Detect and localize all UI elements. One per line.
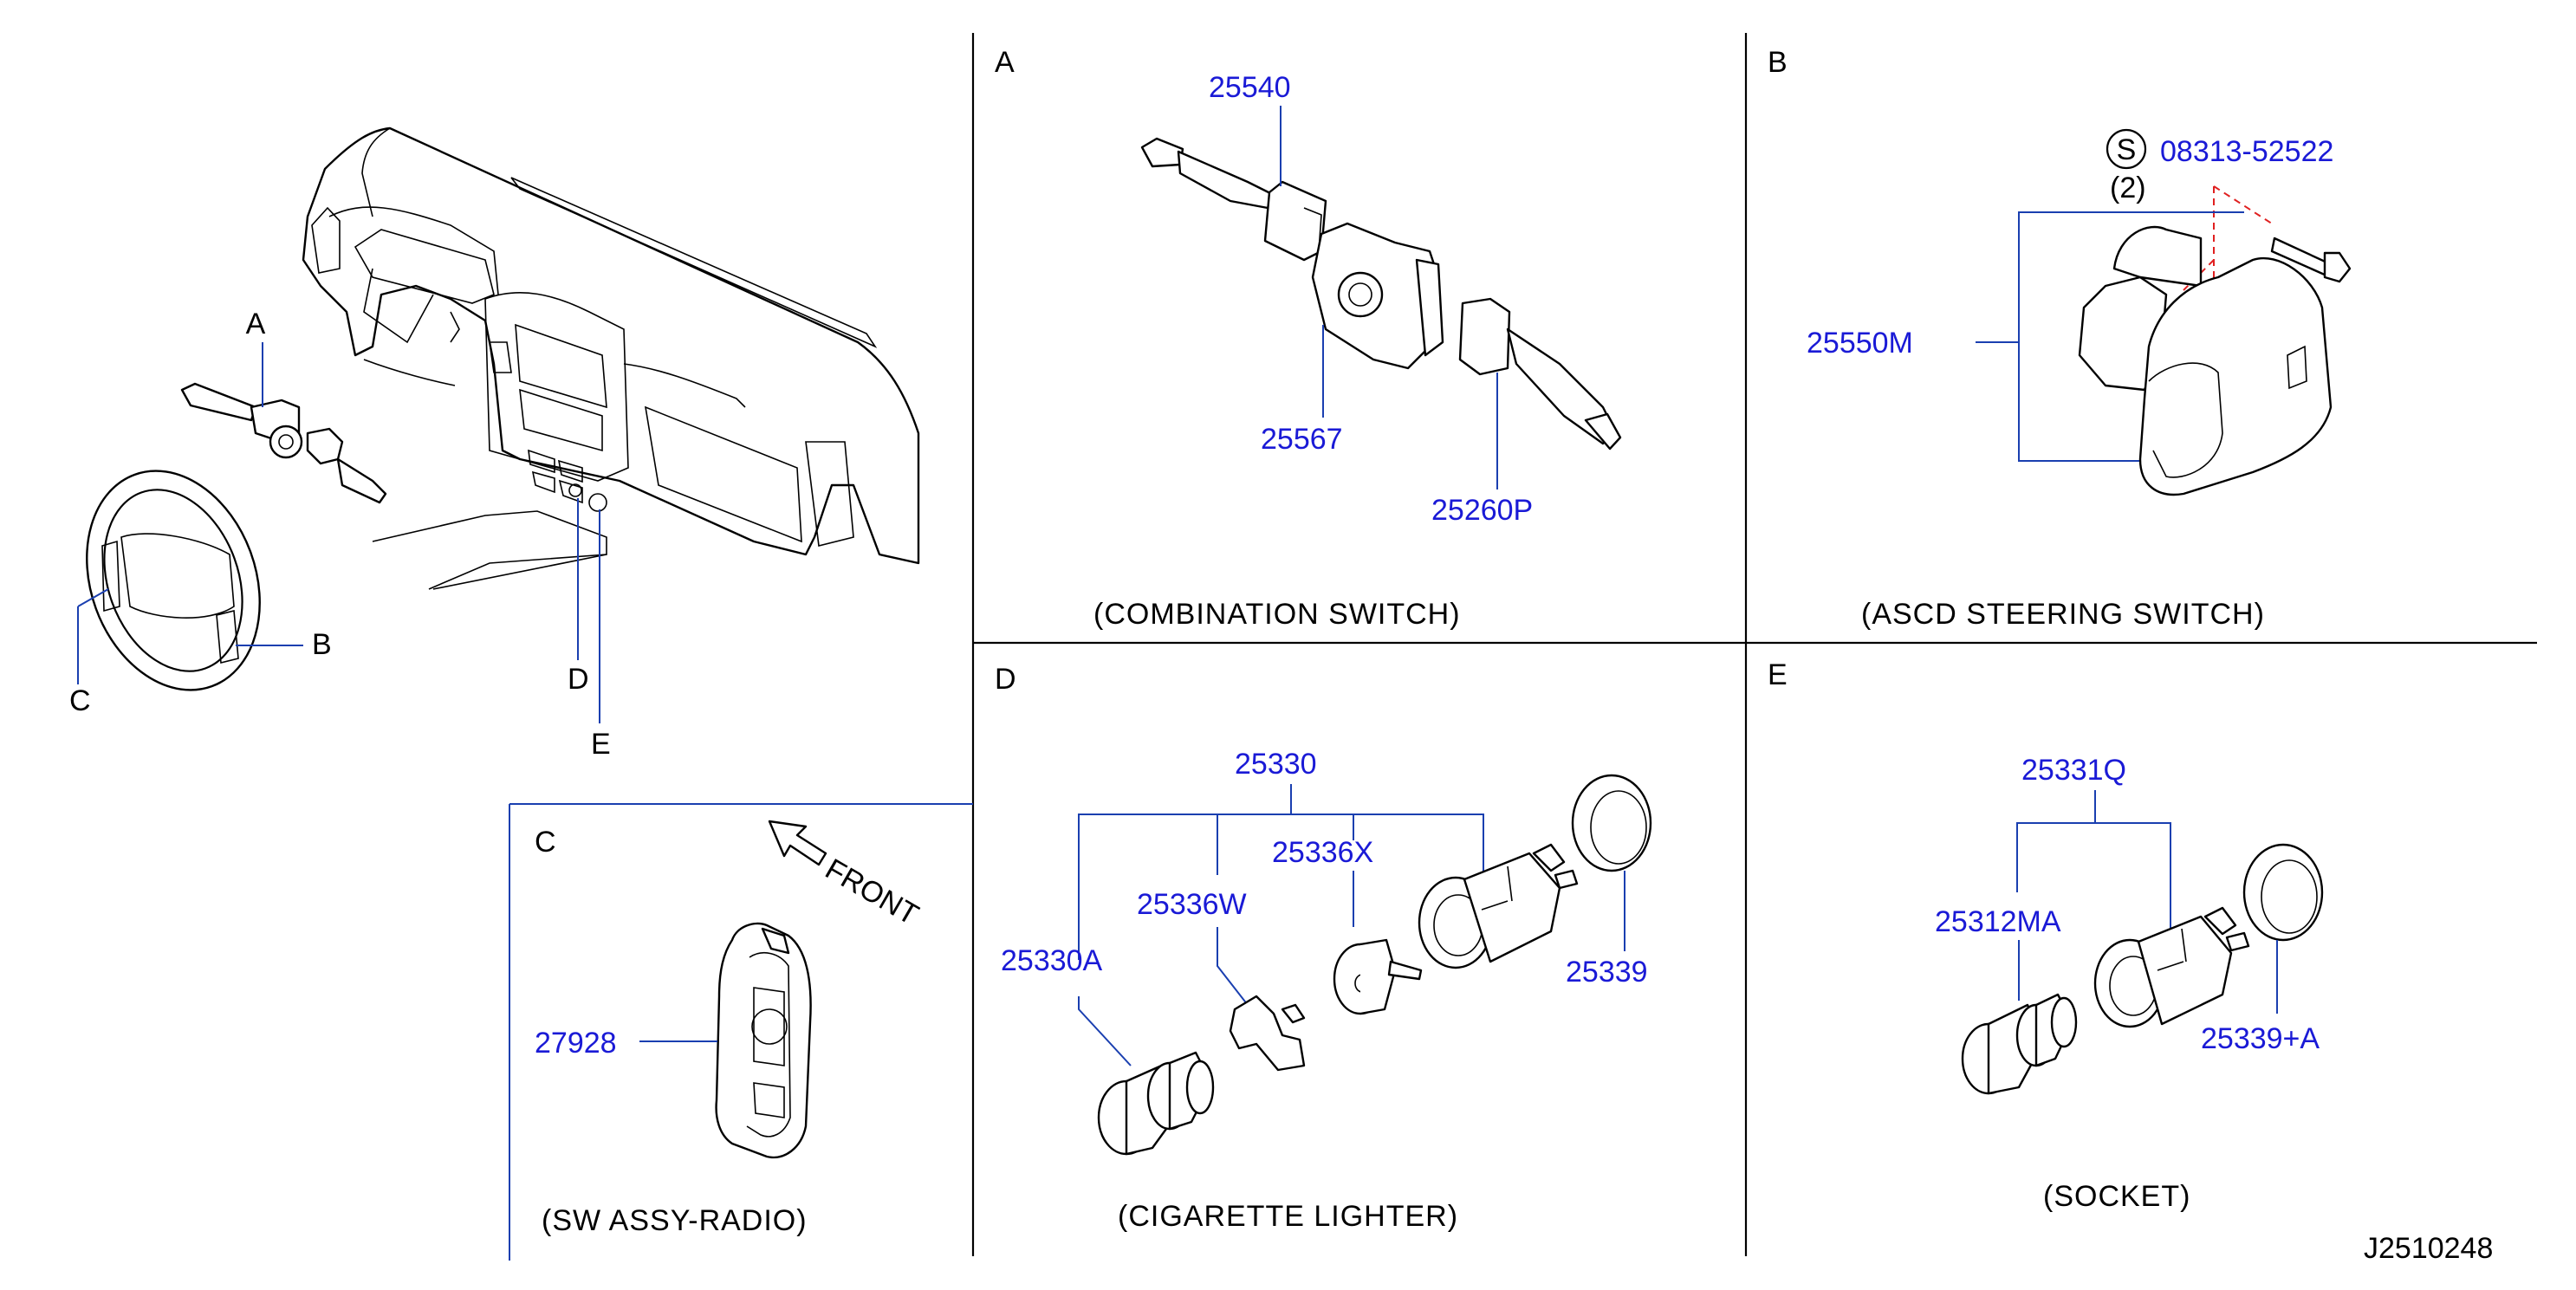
part-25540: 25540	[1209, 71, 1291, 104]
part-25260P: 25260P	[1431, 494, 1533, 527]
drawing-id: J2510248	[2364, 1232, 2493, 1265]
screw-quantity: (2)	[2110, 172, 2146, 204]
part-25339: 25339	[1566, 956, 1648, 989]
part-25336W: 25336W	[1137, 888, 1247, 921]
front-label: FRONT	[820, 852, 924, 931]
callout-D: D	[568, 663, 589, 696]
overview-steering-wheel	[86, 470, 261, 691]
part-25339-plus-A: 25339+A	[2201, 1022, 2320, 1055]
panel-B-letter: B	[1768, 46, 1788, 79]
callout-E: E	[591, 728, 611, 761]
panel-A-letter: A	[995, 46, 1015, 79]
overview-combination-switch	[180, 382, 387, 504]
panel-E-letter: E	[1768, 658, 1788, 691]
panel-E-caption: (SOCKET)	[2043, 1180, 2190, 1213]
panel-A-caption: (COMBINATION SWITCH)	[1093, 598, 1461, 631]
panel-A: A 25540 25567 25260P (COMBINATION SWITCH…	[995, 46, 1622, 631]
part-25550M: 25550M	[1807, 327, 1913, 360]
overview-callouts: A B C D E	[69, 308, 611, 761]
panel-D-letter: D	[995, 663, 1016, 696]
callout-B: B	[312, 628, 332, 661]
panel-C-caption: (SW ASSY-RADIO)	[542, 1204, 808, 1237]
callout-C: C	[69, 684, 91, 717]
callout-A: A	[246, 308, 266, 340]
part-25331Q: 25331Q	[2021, 754, 2126, 787]
panel-D: D 25330 25336X 25336W 25330A	[995, 663, 1652, 1233]
front-arrow-icon	[768, 820, 827, 866]
screw-symbol: S	[2117, 133, 2137, 166]
part-25567: 25567	[1261, 423, 1343, 456]
panel-D-caption: (CIGARETTE LIGHTER)	[1118, 1200, 1458, 1233]
part-25312MA: 25312MA	[1935, 905, 2061, 938]
part-08313-52522: 08313-52522	[2160, 135, 2333, 168]
panel-B: B S 08313-52522 (2) 25550M (ASCD STEERIN…	[1768, 46, 2352, 631]
part-27928: 27928	[535, 1027, 617, 1060]
part-25330A: 25330A	[1001, 944, 1103, 977]
panel-C: C FRONT 27928 (SW ASSY-RADIO)	[535, 820, 924, 1237]
overview-dashboard-drawing	[302, 126, 920, 590]
panel-borders	[509, 33, 2537, 1261]
panel-C-letter: C	[535, 826, 556, 859]
part-25336X: 25336X	[1272, 836, 1373, 869]
panel-E: E 25331Q 25312MA 25339+A (SOCKET)	[1768, 658, 2324, 1213]
part-25330: 25330	[1235, 748, 1317, 781]
panel-B-caption: (ASCD STEERING SWITCH)	[1861, 598, 2265, 631]
